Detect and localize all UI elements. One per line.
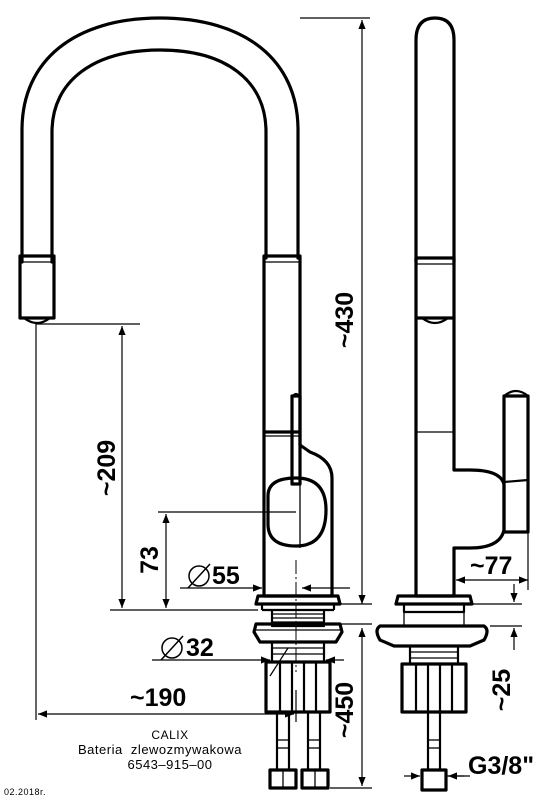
spout-arch-inner <box>50 48 268 264</box>
side-mount-plate <box>375 624 489 648</box>
dim-handle-height: 73 <box>136 546 164 574</box>
dim-hose-length: ~450 <box>331 682 359 738</box>
side-lever <box>502 394 530 534</box>
dim-mount-diameter: 32 <box>186 634 214 662</box>
base-flange <box>254 594 342 606</box>
side-head <box>414 256 456 320</box>
hose-fitting-right <box>300 768 330 790</box>
dim-deck-thickness: ~25 <box>488 669 516 712</box>
spout-arch-outer <box>20 16 300 264</box>
dim-total-height: ~430 <box>331 292 359 348</box>
lower-body <box>262 430 334 598</box>
hose-right <box>306 712 322 770</box>
front-view <box>18 16 344 790</box>
product-name: CALIX <box>151 728 189 742</box>
product-description: Bateria zlewozmywakowa <box>78 742 242 757</box>
drawing-date: 02.2018r. <box>4 787 47 797</box>
hex-nut <box>264 660 332 714</box>
product-code: 6543–915–00 <box>127 757 213 772</box>
side-spout <box>414 16 456 264</box>
hose-fitting-left <box>268 768 298 790</box>
dim-outlet-height: ~209 <box>93 440 121 496</box>
diameter-symbol-32 <box>160 635 184 661</box>
diameter-symbol-55 <box>187 563 211 589</box>
side-hex-nut <box>400 662 468 714</box>
side-hose-fitting <box>420 768 448 792</box>
dim-handle-depth: ~77 <box>470 552 512 580</box>
dim-reach: ~190 <box>130 684 186 712</box>
hose-left <box>275 712 291 770</box>
lever-handle <box>290 394 302 486</box>
spray-head <box>18 254 56 320</box>
body-tube <box>262 254 302 434</box>
dim-body-diameter: 55 <box>212 562 240 590</box>
dimension-lines <box>35 17 529 789</box>
handle-cartridge <box>266 476 328 548</box>
dim-thread: G3/8" <box>468 752 534 780</box>
